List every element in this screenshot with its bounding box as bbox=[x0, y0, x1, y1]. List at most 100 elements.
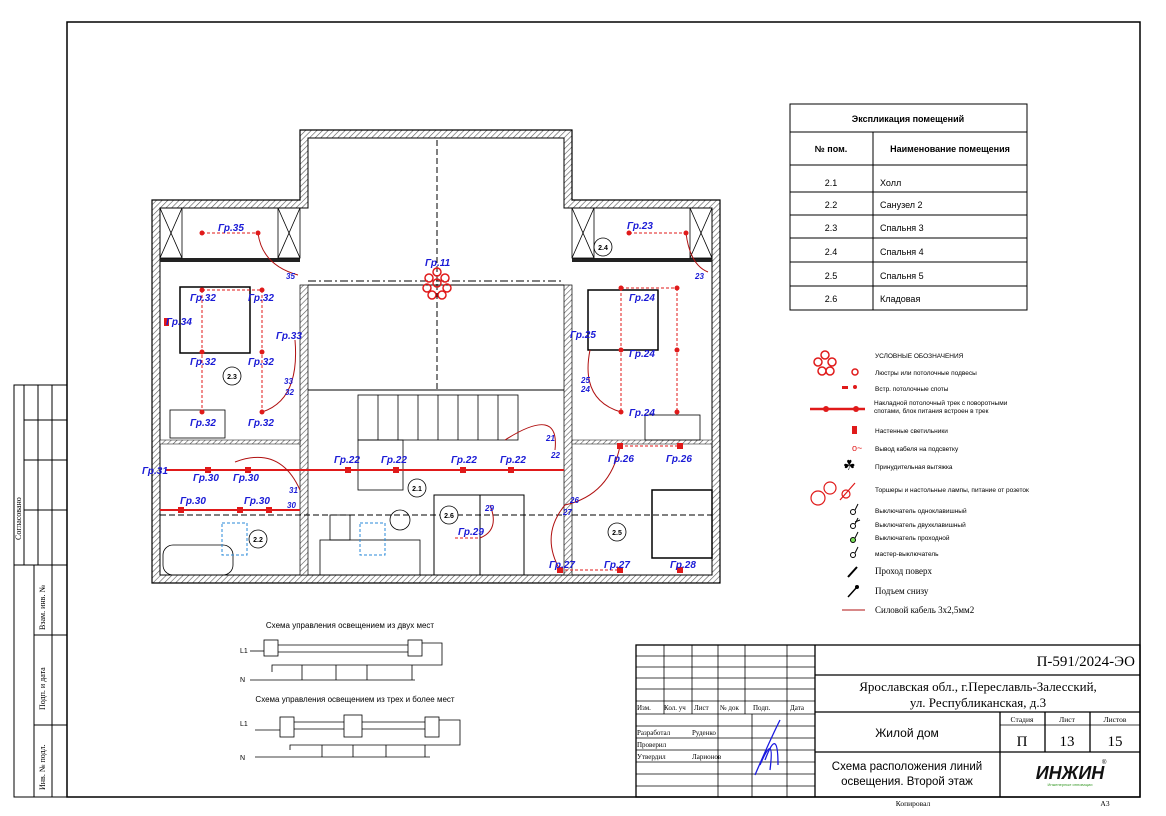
floor-lamp-icon bbox=[810, 481, 856, 506]
group-label: Гр.30 bbox=[193, 473, 219, 484]
room-name-cell: Холл bbox=[880, 178, 901, 188]
legend-item: Выключатель одноклавишный bbox=[875, 507, 967, 515]
sheet-value: 13 bbox=[1060, 734, 1075, 750]
group-label: 35 bbox=[286, 272, 295, 281]
sign-date-label: Подп. и дата bbox=[38, 667, 47, 710]
room-number: 2.6 bbox=[444, 513, 454, 520]
n-label: N bbox=[240, 677, 245, 684]
group-label: Гр.23 bbox=[627, 221, 653, 232]
group-label: Гр.31 bbox=[142, 466, 168, 477]
group-label: Гр.29 bbox=[458, 527, 484, 538]
group-label: Гр.32 bbox=[248, 357, 274, 368]
room-num-cell: 2.3 bbox=[825, 223, 838, 233]
room-name-cell: Санузел 2 bbox=[880, 200, 923, 210]
legend-item: Люстры или потолочные подвесы bbox=[875, 370, 977, 377]
legend-item: Выключатель проходной bbox=[875, 534, 950, 542]
group-label: Гр.11 bbox=[425, 258, 451, 269]
group-label: 27 bbox=[562, 508, 572, 517]
room-name-cell: Спальня 3 bbox=[880, 223, 924, 233]
fixtures bbox=[164, 230, 689, 573]
group-label: Гр.30 bbox=[180, 496, 206, 507]
registered-mark: ® bbox=[1102, 759, 1107, 766]
group-label: Гр.27 bbox=[604, 560, 630, 571]
room-number: 2.2 bbox=[253, 537, 263, 544]
sheets-label: Листов bbox=[1104, 715, 1127, 724]
legend-item: Накладной потолочный трек с поворотными … bbox=[874, 400, 1008, 415]
legend-item: Выключатель двухклавишный bbox=[875, 521, 966, 529]
group-label: 32 bbox=[285, 388, 294, 397]
group-label: Гр.24 bbox=[629, 349, 655, 360]
title-block bbox=[635, 644, 1141, 798]
chandelier-icon bbox=[813, 350, 859, 376]
explication-col-num: № пом. bbox=[815, 144, 848, 154]
spot-icon bbox=[842, 385, 857, 389]
legend-item: Проход поверх bbox=[875, 566, 933, 576]
room-number: 2.1 bbox=[412, 486, 422, 493]
agreed-label: Согласовано bbox=[14, 497, 23, 540]
legend-item: Настенные светильники bbox=[875, 428, 948, 435]
stage-value: П bbox=[1017, 734, 1028, 750]
room-name-cell: Спальня 4 bbox=[880, 247, 924, 257]
explication-table bbox=[789, 103, 1028, 311]
group-label: Гр.30 bbox=[233, 473, 259, 484]
legend-title: УСЛОВНЫЕ ОБОЗНАЧЕНИЯ bbox=[875, 353, 964, 360]
side-strip: Согласовано Взам. инв. № Подп. и дата Ин… bbox=[13, 384, 68, 798]
room-num-cell: 2.5 bbox=[825, 271, 838, 281]
group-label: 29 bbox=[484, 504, 494, 513]
group-label: 22 bbox=[550, 451, 560, 460]
group-label: Гр.22 bbox=[334, 455, 360, 466]
signature bbox=[754, 719, 781, 776]
group-label: Гр.32 bbox=[190, 293, 216, 304]
sheet-label: Лист bbox=[1059, 715, 1075, 724]
inv-replace-label: Взам. инв. № bbox=[38, 585, 47, 630]
company-logo: ИНЖИН bbox=[1036, 763, 1106, 783]
room-name-cell: Спальня 5 bbox=[880, 271, 924, 281]
group-label: Гр.32 bbox=[190, 418, 216, 429]
group-label: Гр.27 bbox=[549, 560, 575, 571]
scheme-three-title: Схема управления освещением из трех и бо… bbox=[255, 695, 454, 704]
developed-name: Руденко bbox=[692, 729, 716, 737]
legend-item: Принудительная вытяжка bbox=[875, 464, 953, 471]
l1-label: L1 bbox=[240, 721, 248, 728]
wall-light-icon bbox=[852, 426, 857, 434]
group-label: Гр.34 bbox=[166, 317, 192, 328]
group-label: 31 bbox=[289, 486, 298, 495]
address-line2: ул. Республиканская, д.3 bbox=[910, 695, 1046, 710]
l1-label: L1 bbox=[240, 648, 248, 655]
group-label: 21 bbox=[545, 434, 555, 443]
col-doc: № док bbox=[720, 704, 739, 712]
n-label: N bbox=[240, 755, 245, 762]
explication-title: Экспликация помещений bbox=[852, 114, 964, 124]
scheme-two-title: Схема управления освещением из двух мест bbox=[266, 621, 434, 630]
group-label: 33 bbox=[284, 377, 293, 386]
switch-icons bbox=[842, 503, 865, 611]
approved-label: Утвердил bbox=[637, 753, 666, 761]
group-label: Гр.30 bbox=[244, 496, 270, 507]
group-label: Гр.22 bbox=[451, 455, 477, 466]
group-label: Гр.35 bbox=[218, 223, 244, 234]
group-label: 25 bbox=[580, 376, 590, 385]
inv-orig-label: Инв. № подл. bbox=[38, 744, 47, 790]
legend-item: Встр. потолочные споты bbox=[875, 386, 949, 393]
explication-col-name: Наименование помещения bbox=[890, 144, 1010, 154]
stage-label: Стадия bbox=[1011, 715, 1034, 724]
chandelier-icon bbox=[422, 267, 452, 300]
group-label: Гр.22 bbox=[381, 455, 407, 466]
group-labels: Гр.35 35 Гр.32 Гр.32 Гр.32 Гр.32 Гр.32 Г… bbox=[142, 221, 704, 571]
legend-item: Вывод кабеля на подсветку bbox=[875, 445, 959, 453]
room-num-cell: 2.1 bbox=[825, 178, 838, 188]
checked-label: Проверил bbox=[637, 741, 667, 749]
legend-item: Подъем снизу bbox=[875, 586, 929, 596]
group-label: Гр.28 bbox=[670, 560, 696, 571]
col-date: Дата bbox=[790, 704, 805, 712]
group-label: Гр.24 bbox=[629, 408, 655, 419]
group-label: Гр.33 bbox=[276, 331, 302, 342]
track-icon bbox=[810, 406, 865, 412]
col-kol: Кол. уч bbox=[664, 704, 686, 712]
group-label: Гр.22 bbox=[500, 455, 526, 466]
sheet-title-line2: освещения. Второй этаж bbox=[841, 776, 973, 788]
address-line1: Ярославская обл., г.Переславль-Залесский… bbox=[859, 679, 1097, 694]
cable-outlet-icon: o~ bbox=[852, 443, 862, 453]
col-list: Лист bbox=[694, 704, 709, 712]
